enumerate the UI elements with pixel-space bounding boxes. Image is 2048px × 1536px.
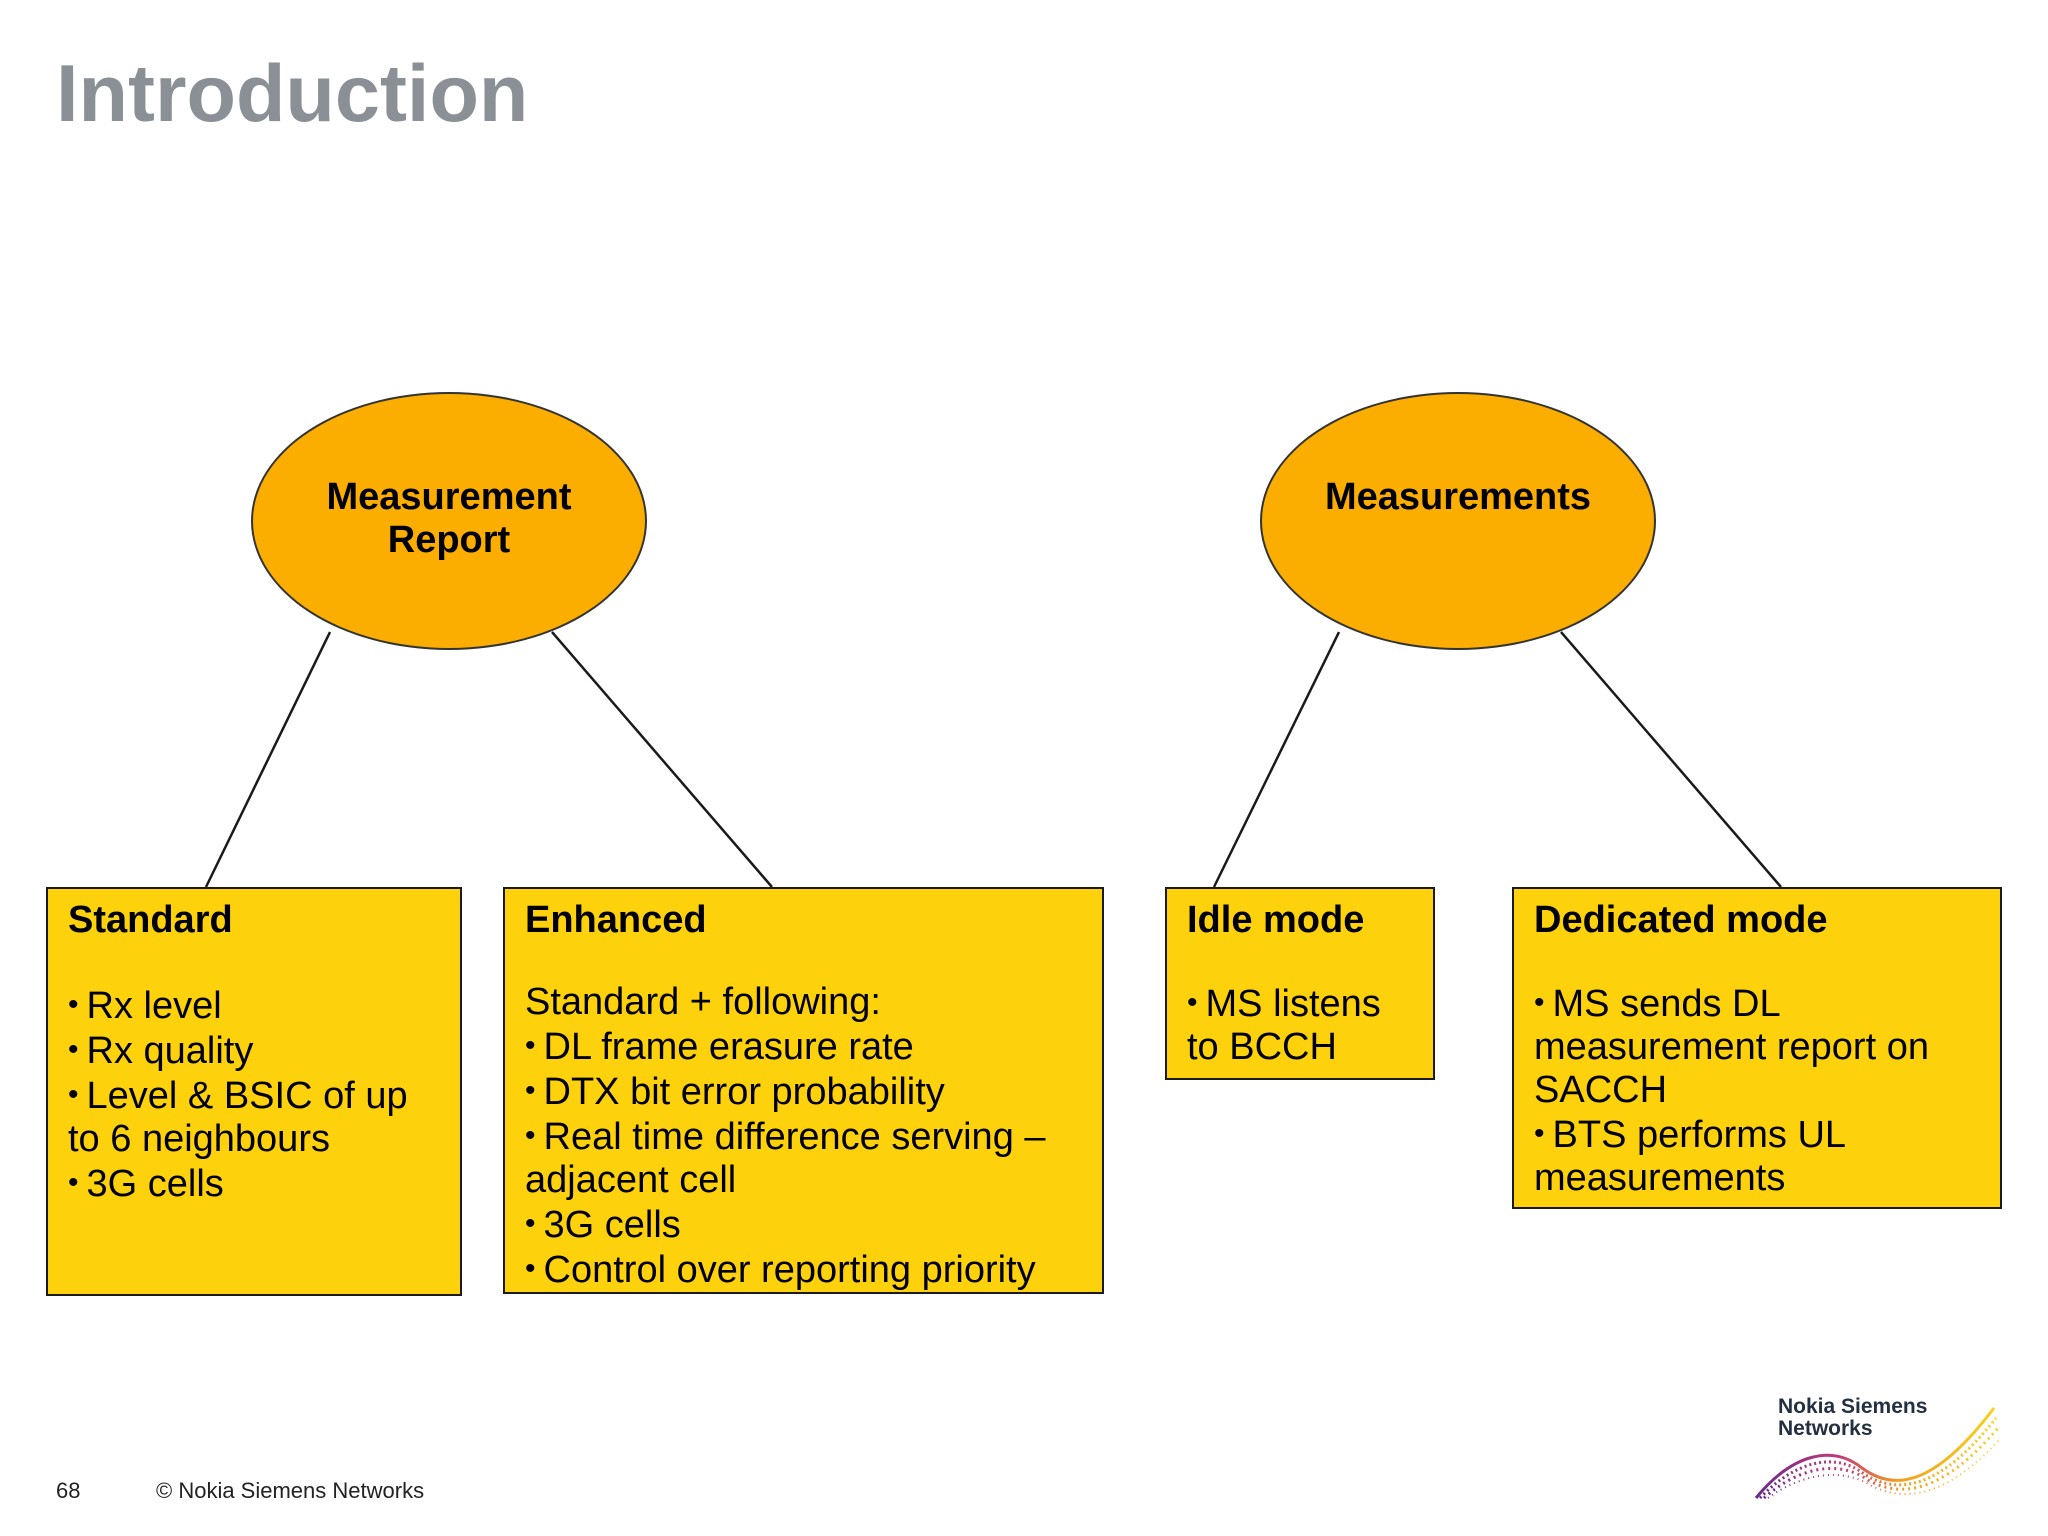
copyright-notice: © Nokia Siemens Networks (156, 1478, 425, 1503)
logo-wave-icon (1754, 1407, 2000, 1500)
enhanced-box: Enhanced Standard + following: •DL frame… (503, 887, 1104, 1294)
list-item: •3G cells (525, 1204, 681, 1246)
idle-mode-title: Idle mode (1187, 899, 1365, 941)
idle-mode-box: Idle mode •MS listens to BCCH (1165, 887, 1435, 1080)
connector-report-enhanced (551, 631, 773, 888)
list-item: •BTS performs UL measurements (1534, 1114, 1845, 1199)
enhanced-list: •DL frame erasure rate •DTX bit error pr… (525, 1024, 1082, 1292)
list-item: •MS sends DL measurement report on SACCH (1534, 983, 1929, 1111)
nokia-siemens-networks-logo: Nokia Siemens Networks (1752, 1394, 2002, 1504)
measurement-report-label: Measurement Report (326, 476, 572, 561)
bullet-icon: • (1187, 986, 1198, 1019)
measurements-node: Measurements (1260, 392, 1656, 650)
list-item: •DL frame erasure rate (525, 1026, 914, 1068)
enhanced-title: Enhanced (525, 899, 707, 941)
dedicated-mode-list: •MS sends DL measurement report on SACCH… (1534, 981, 1980, 1200)
idle-mode-list: •MS listens to BCCH (1187, 981, 1413, 1069)
dedicated-mode-box: Dedicated mode •MS sends DL measurement … (1512, 887, 2002, 1209)
dedicated-mode-title: Dedicated mode (1534, 899, 1828, 941)
bullet-icon: • (1534, 986, 1545, 1019)
standard-list: •Rx level •Rx quality •Level & BSIC of u… (68, 983, 440, 1206)
enhanced-intro: Standard + following: (525, 981, 881, 1023)
list-item: •Level & BSIC of up to 6 neighbours (68, 1075, 408, 1160)
bullet-icon: • (68, 1166, 79, 1199)
bullet-icon: • (525, 1207, 536, 1240)
list-item: •Rx quality (68, 1030, 254, 1072)
bullet-icon: • (68, 1033, 79, 1066)
measurements-label: Measurements (1324, 476, 1592, 518)
list-item: •Control over reporting priority (525, 1249, 1036, 1291)
connector-measurements-idle (1212, 631, 1341, 888)
connector-report-standard (204, 631, 332, 888)
bullet-icon: • (525, 1074, 536, 1107)
connector-measurements-dedicated (1560, 631, 1782, 888)
bullet-icon: • (525, 1029, 536, 1062)
bullet-icon: • (1534, 1117, 1545, 1150)
list-item: •Rx level (68, 985, 222, 1027)
bullet-icon: • (525, 1252, 536, 1285)
standard-box: Standard •Rx level •Rx quality •Level & … (46, 887, 462, 1296)
page-number: 68 (56, 1478, 81, 1503)
measurement-report-node: Measurement Report (251, 392, 647, 650)
list-item: •Real time difference serving – adjacent… (525, 1116, 1046, 1201)
logo-text: Nokia Siemens Networks (1778, 1395, 1928, 1440)
bullet-icon: • (68, 1078, 79, 1111)
list-item: •DTX bit error probability (525, 1071, 945, 1113)
page-title: Introduction (56, 49, 529, 139)
bullet-icon: • (68, 988, 79, 1021)
standard-title: Standard (68, 899, 233, 941)
list-item: •3G cells (68, 1163, 224, 1205)
list-item: •MS listens to BCCH (1187, 983, 1381, 1068)
bullet-icon: • (525, 1119, 536, 1152)
